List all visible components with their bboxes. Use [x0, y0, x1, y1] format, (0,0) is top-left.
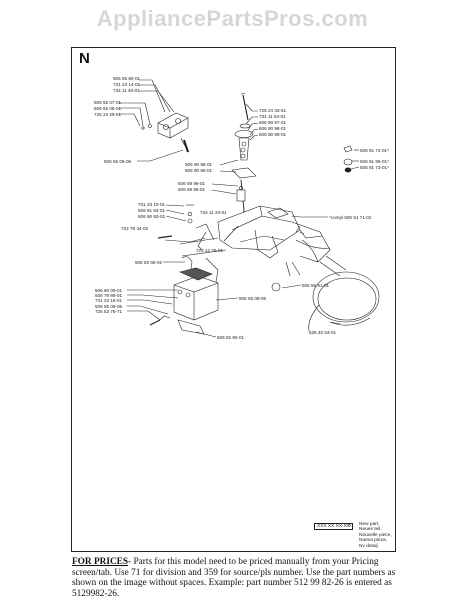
part-label: 535 40 53-01	[309, 330, 337, 335]
throttle-shaft-assembly	[231, 92, 257, 226]
part-label: 506 80 09-01	[95, 288, 123, 293]
part-label: 725 53 76-71	[95, 309, 123, 314]
part-label: 506 91 64-01	[138, 208, 166, 213]
legend-line: Nv detalj	[359, 543, 378, 549]
part-label: *compl 506 91 71-02	[329, 215, 372, 220]
part-label: 731 23 16-01	[95, 298, 123, 303]
part-label: 506 90 95-01	[185, 168, 213, 173]
part-label: 506 82 90-01	[217, 335, 245, 340]
legend-line: Nouvelle piece,	[359, 532, 392, 538]
part-label: 506 55 80-01	[113, 76, 141, 81]
part-label: 506 83 68-02	[135, 260, 163, 265]
part-label: 722 78 44-02	[121, 226, 149, 231]
part-label: 725 23 29-51	[94, 112, 122, 117]
part-label: 506 55 08-01	[94, 106, 122, 111]
part-label: 506 90 98-01	[259, 126, 287, 131]
part-label: 723 12 29-01	[196, 248, 224, 253]
part-label: 506 55 91-01	[302, 283, 330, 288]
part-label: 734 11 24-01	[200, 210, 227, 215]
legend-mark: ¤	[348, 523, 351, 529]
part-label: 506 55 07-01	[94, 100, 122, 105]
part-label: 506 90 97-01	[259, 120, 287, 125]
part-number-labels: 506 55 80-01 731 23 14-01 734 11 46-01 5…	[94, 76, 389, 340]
part-label: 506 59 95-01	[178, 187, 206, 192]
switch-assembly	[141, 112, 190, 153]
legend-line: Nueva pieza,	[359, 538, 387, 544]
part-label: 506 91 96-01*	[360, 159, 389, 164]
for-prices-heading: FOR PRICES	[72, 557, 129, 567]
part-label: 506 90 96-01	[185, 162, 213, 167]
engine-body	[179, 205, 347, 292]
diagram-frame	[71, 47, 396, 552]
pricing-note: FOR PRICES- Parts for this model need to…	[72, 557, 402, 599]
battery-box	[149, 267, 219, 335]
part-label: 506 55 08-05	[95, 304, 123, 309]
part-label: 734 11 64-01	[259, 114, 286, 119]
part-label: 506 59 96-01	[178, 181, 206, 186]
part-label: 506 55 08-06	[104, 159, 132, 164]
legend-code: XXX XX XX-XX	[314, 523, 354, 530]
watermark: AppliancePartsPros.com	[96, 6, 369, 31]
part-label: 506 79 89-01	[95, 293, 123, 298]
part-label: 506 55 08-06	[239, 296, 267, 301]
part-label: 734 11 46-01	[113, 88, 140, 93]
wire-clips	[157, 204, 219, 299]
pricing-note-text: - Parts for this model need to be priced…	[72, 557, 396, 599]
right-small-parts	[343, 145, 353, 173]
part-label: 731 23 14-01	[113, 82, 141, 87]
section-letter: N	[79, 50, 90, 67]
part-label: 506 90 93-01	[138, 214, 166, 219]
legend-lines: New part, Neues teil, Nouvelle piece, Nu…	[359, 522, 392, 549]
legend-line: Neues teil,	[359, 527, 382, 533]
wire-harness	[308, 271, 380, 332]
part-label: 506 90 99-01	[259, 132, 287, 137]
part-label: 506 91 73-01*	[360, 165, 389, 170]
part-label: 506 91 74-01*	[360, 148, 389, 153]
part-label: 731 23 10-01	[138, 202, 166, 207]
part-label: 725 24 33-51	[259, 108, 287, 113]
new-part-legend: XXX XX XX-XX ¤ New part, Neues teil, Nou…	[312, 519, 394, 551]
legend-line: New part,	[359, 522, 380, 527]
